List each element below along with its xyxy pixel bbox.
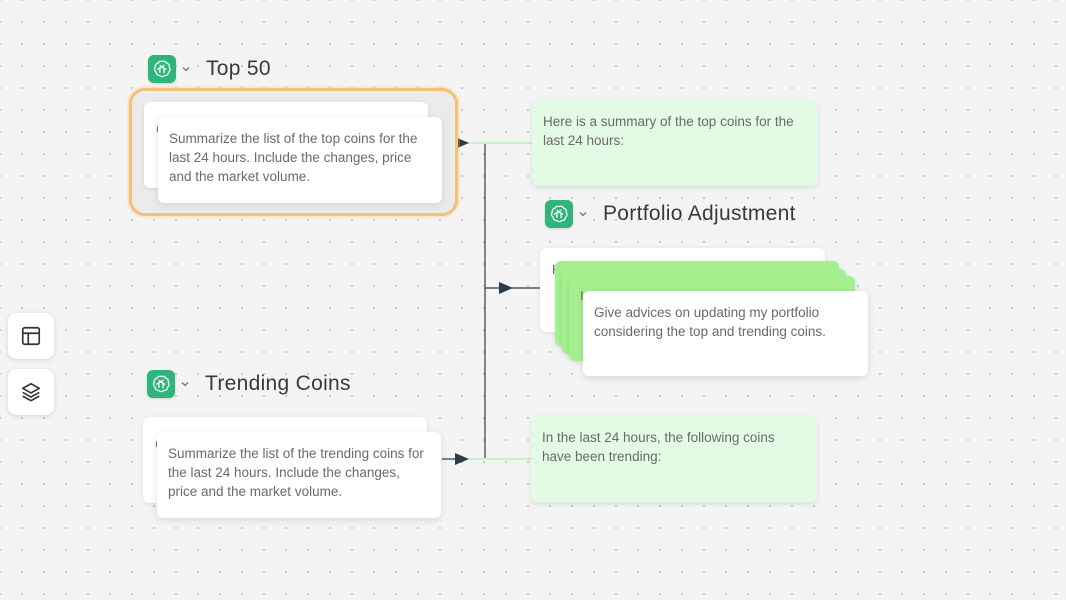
node-title[interactable]: Trending Coins [205, 372, 351, 395]
output-text: Here is a summary of the top coins for t… [543, 114, 794, 148]
prompt-card-trending[interactable]: Summarize the list of the trending coins… [157, 432, 441, 518]
prompt-card-portfolio[interactable]: Give advices on updating my portfolio co… [583, 291, 868, 376]
stack-text: I [580, 288, 584, 303]
layers-button[interactable] [8, 369, 54, 415]
wire-trending-to-portfolio [442, 288, 486, 460]
output-card-trending[interactable]: In the last 24 hours, the following coin… [531, 416, 817, 502]
openai-icon[interactable] [148, 55, 176, 83]
layout-icon [21, 326, 41, 346]
node-header-trending[interactable]: Trending Coins [147, 369, 351, 399]
openai-icon[interactable] [545, 200, 573, 228]
prompt-text: Give advices on updating my portfolio co… [594, 305, 826, 339]
chevron-down-icon[interactable] [178, 61, 194, 77]
prompt-text: Summarize the list of the top coins for … [169, 131, 418, 184]
arrow-portfolio [499, 282, 513, 294]
node-title[interactable]: Top 50 [206, 57, 271, 80]
node-header-top50[interactable]: Top 50 [148, 54, 271, 84]
output-card-top50[interactable]: Here is a summary of the top coins for t… [532, 100, 818, 186]
layout-button[interactable] [8, 313, 54, 359]
output-text: In the last 24 hours, the following coin… [542, 430, 775, 464]
node-title[interactable]: Portfolio Adjustment [603, 202, 796, 225]
arrow-trending [455, 453, 469, 465]
chevron-down-icon[interactable] [575, 206, 591, 222]
node-header-portfolio[interactable]: Portfolio Adjustment [545, 199, 796, 229]
chevron-down-icon[interactable] [177, 376, 193, 392]
prompt-text: Summarize the list of the trending coins… [168, 446, 424, 499]
openai-icon[interactable] [147, 370, 175, 398]
prompt-card-top50[interactable]: Summarize the list of the top coins for … [158, 117, 442, 203]
layers-icon [21, 382, 41, 402]
